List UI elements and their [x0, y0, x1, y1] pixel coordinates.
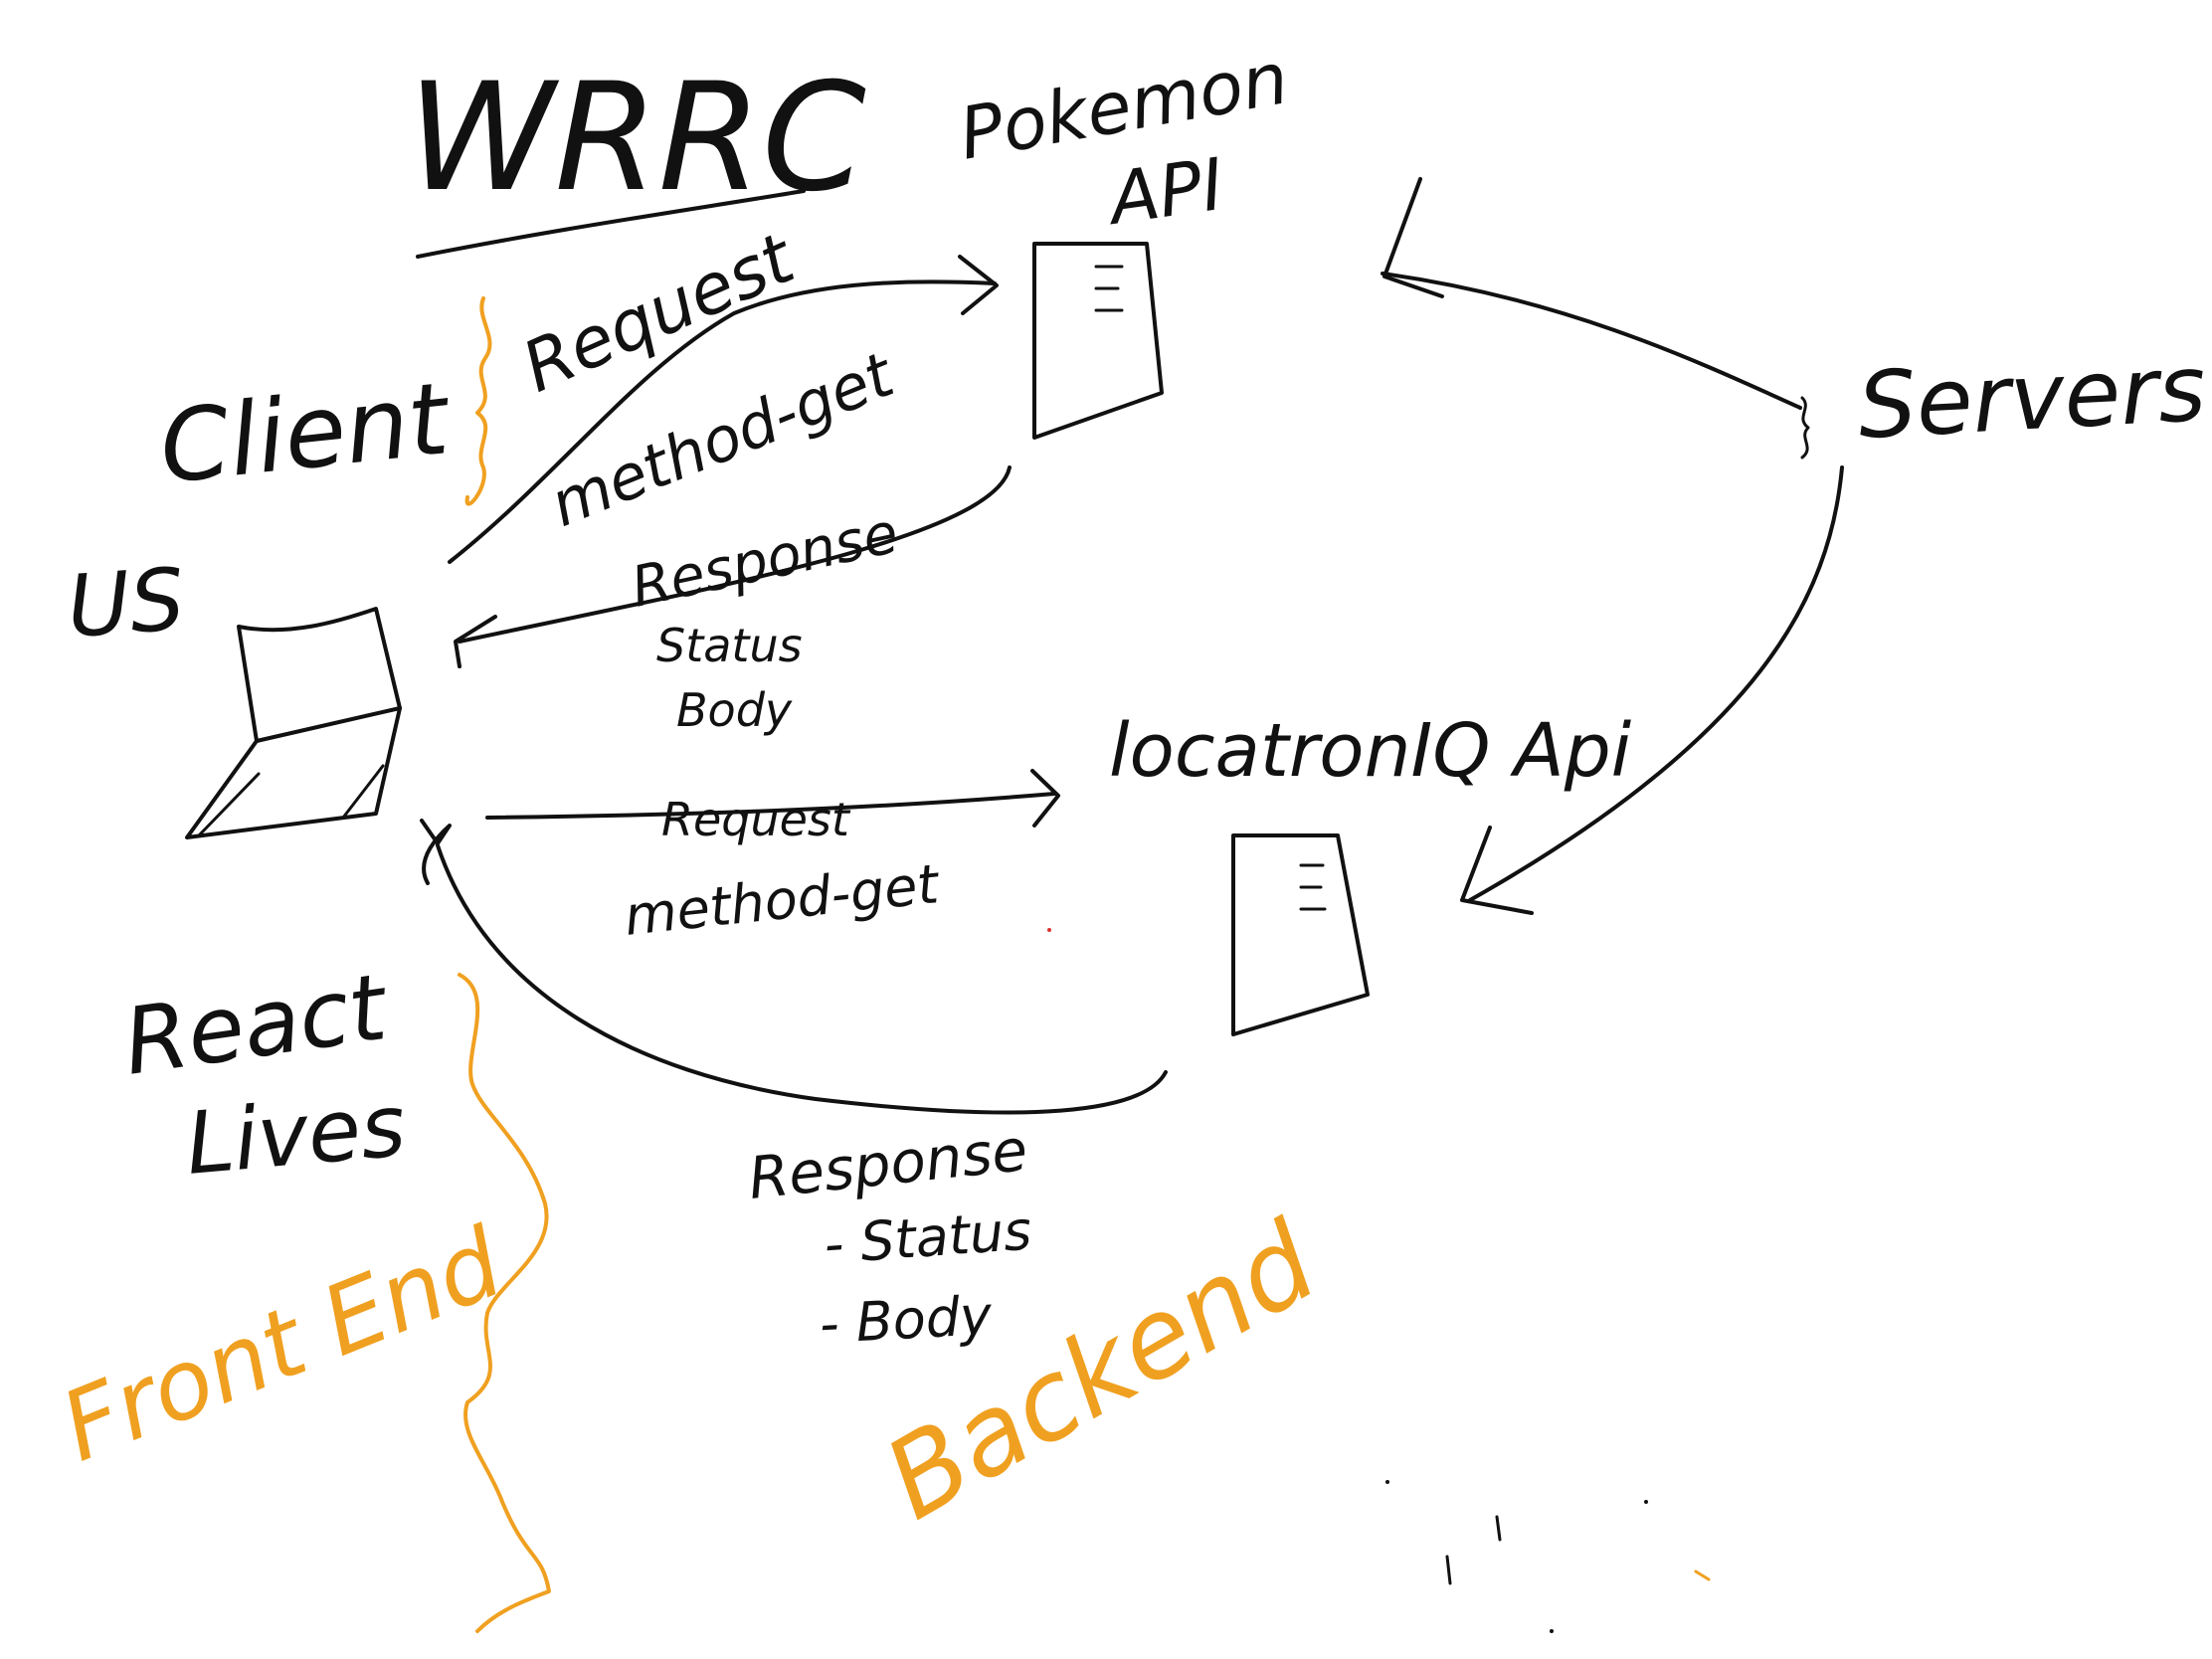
top-response-arrowhead	[454, 615, 497, 668]
laptop-icon	[185, 607, 402, 839]
server-icon	[1032, 242, 1164, 440]
servers-label: Servers	[1856, 335, 2209, 460]
top-response-body: Body	[676, 683, 793, 737]
pokemon-api-group: Pokemon API	[953, 36, 1294, 440]
top-response-title: Response	[626, 501, 903, 621]
top-request-arrowhead	[958, 255, 999, 315]
servers-to-locationiq-arrowhead	[1460, 826, 1534, 915]
client-side: Client US React Lives Front End	[47, 296, 551, 1633]
bottom-response-arrow	[436, 843, 1168, 1115]
lives-label: Lives	[182, 1076, 409, 1195]
locationiq-api-group: locatronIQ Api	[1109, 708, 1632, 1036]
react-label: React	[117, 954, 395, 1096]
server-icon	[1231, 833, 1370, 1036]
servers-to-locationiq-arrow	[1468, 465, 1844, 902]
stray-marks	[1047, 928, 1711, 1633]
servers-squiggle	[1800, 396, 1810, 460]
bottom-response-status: - Status	[823, 1199, 1034, 1276]
client-brace	[464, 296, 492, 506]
diagram-title: WRRC	[407, 52, 866, 225]
servers-to-pokemon-arrow	[1381, 272, 1802, 410]
client-label: Client	[154, 360, 457, 506]
bottom-request-arrowhead	[1030, 769, 1060, 828]
top-response-status: Status	[656, 619, 803, 672]
bottom-response-title: Response	[745, 1116, 1030, 1212]
bottom-request-arrow	[485, 792, 1056, 820]
front-end-brace	[458, 973, 551, 1633]
top-response-arrow	[458, 465, 1012, 644]
bottom-request-title: Request	[661, 793, 851, 846]
bottom-request-method: method-get	[622, 852, 943, 948]
bottom-response-body: - Body	[818, 1284, 994, 1356]
top-request-title: Request	[511, 217, 808, 409]
api-label: API	[1101, 142, 1228, 242]
top-request-arrow	[448, 279, 997, 564]
title-underline	[416, 189, 806, 259]
us-label: US	[64, 550, 187, 657]
bottom-flow: Request method-get Response - Status - B…	[420, 769, 1168, 1356]
locationiq-label: locatronIQ Api	[1109, 708, 1632, 794]
bottom-response-arrowhead	[420, 819, 452, 885]
front-end-label: Front End	[47, 1206, 518, 1483]
servers-group: Servers	[1381, 177, 2209, 915]
servers-to-pokemon-arrowhead	[1382, 177, 1444, 298]
top-flow: Request method-get Response Status Body	[448, 217, 1012, 737]
title-group: WRRC	[407, 52, 866, 259]
